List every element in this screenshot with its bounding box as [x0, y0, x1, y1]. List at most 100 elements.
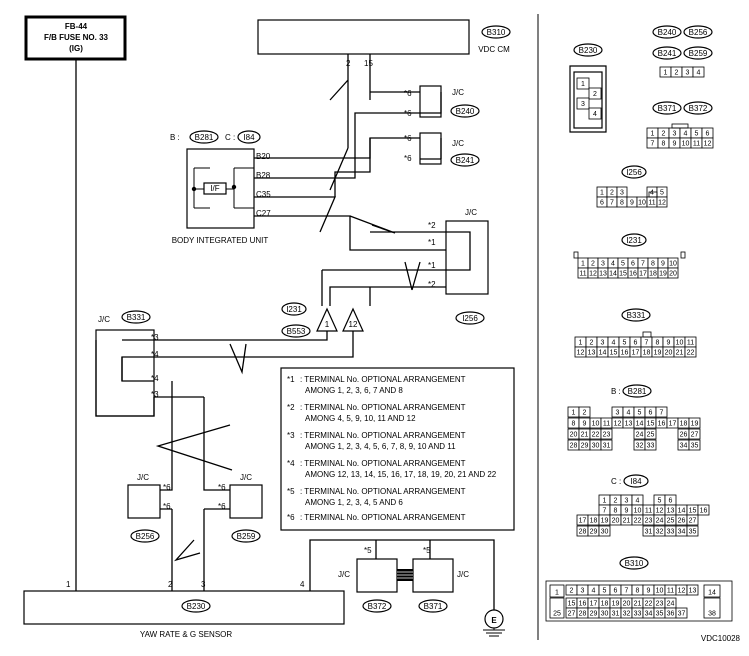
- pin-number: 11: [645, 508, 652, 515]
- legend-b310: B310: [625, 559, 644, 568]
- pin-number: 4: [627, 410, 631, 417]
- sensor-pin4: 4: [300, 580, 305, 589]
- jc-b256-oval: [130, 529, 160, 543]
- b553-oval: [281, 324, 311, 338]
- pin-number: 4: [612, 340, 616, 347]
- pin-number: 7: [625, 588, 629, 595]
- legend-b310-oval: [619, 556, 649, 570]
- note-1-mark: *1: [287, 375, 295, 384]
- pin-number: 10: [676, 340, 684, 347]
- pin-number: 16: [658, 421, 666, 428]
- pin-number: 5: [695, 131, 699, 138]
- fuse-line2: F/B FUSE NO. 33: [44, 33, 109, 42]
- pin-cell: [578, 406, 591, 418]
- pin-number: 7: [660, 410, 664, 417]
- pin-number: 11: [603, 421, 610, 428]
- ground-label: E: [491, 616, 497, 625]
- pin-number: 27: [691, 432, 699, 439]
- body-unit-b-oval: [189, 130, 219, 144]
- legend-b372-oval: [683, 101, 713, 115]
- svg-text:1: 1: [581, 81, 585, 88]
- jc-i256-label: J/C: [465, 208, 477, 217]
- pin-number: 35: [656, 611, 664, 618]
- connector-frame: [680, 251, 686, 259]
- note-2-text: : TERMINAL No. OPTIONAL ARRANGEMENT: [300, 403, 466, 412]
- note-4-text: : TERMINAL No. OPTIONAL ARRANGEMENT: [300, 459, 466, 468]
- pin-number: 11: [687, 340, 694, 347]
- pin-cell: [684, 346, 697, 358]
- pin-number: 24: [667, 601, 675, 608]
- pin-number: 18: [680, 421, 688, 428]
- jc-b371-code: B371: [424, 602, 443, 611]
- pin-number: 20: [570, 432, 578, 439]
- legend-b259-oval: [683, 46, 713, 60]
- pin-number: 8: [614, 508, 618, 515]
- pin-number: 13: [689, 588, 697, 595]
- pin-number: 3: [673, 131, 677, 138]
- pin-number: 12: [614, 421, 622, 428]
- pin-number: 27: [689, 518, 697, 525]
- pin-number: 15: [619, 271, 627, 278]
- legend-b230-oval: [573, 43, 603, 57]
- pin-number: 4: [611, 261, 615, 268]
- note-3-text: : TERMINAL No. OPTIONAL ARRANGEMENT: [300, 431, 466, 440]
- mark-s6-d: *6: [404, 154, 412, 163]
- sensor-pin1: 1: [66, 580, 71, 589]
- pin-number: 11: [667, 588, 674, 595]
- pin-number: 33: [634, 611, 642, 618]
- pin-number: 25: [553, 611, 561, 618]
- wires: [75, 54, 495, 610]
- body-unit-pin-b20: B20: [256, 152, 271, 161]
- body-unit-c-prefix: C :: [225, 133, 235, 142]
- jc-b371-box: [412, 558, 454, 593]
- connector-frame: [573, 251, 579, 259]
- pin-number: 30: [601, 529, 609, 536]
- vdc-name: VDC CM: [478, 45, 510, 54]
- jc-b259-box: [229, 484, 263, 519]
- pin-number: 5: [658, 498, 662, 505]
- pin-cell: [667, 267, 679, 279]
- pin-number: 1: [664, 70, 668, 77]
- pin-number: 18: [643, 350, 651, 357]
- pin-number: 33: [647, 443, 655, 450]
- mark-s4-b: *4: [151, 374, 159, 383]
- pin-cell: [703, 584, 721, 598]
- pin-number: 29: [590, 529, 598, 536]
- pin-cell: [688, 417, 701, 429]
- pin-number: 9: [583, 421, 587, 428]
- pin-number: 4: [636, 498, 640, 505]
- pin-number: 7: [603, 508, 607, 515]
- pin-number: 18: [649, 271, 657, 278]
- pin-number: 3: [686, 70, 690, 77]
- pin-number: 29: [581, 443, 589, 450]
- pin-number: 20: [623, 601, 631, 608]
- jc-b371-oval: [418, 599, 448, 613]
- svg-text:4: 4: [593, 111, 597, 118]
- pin-number: 32: [656, 529, 664, 536]
- mark-s3-a: *3: [151, 333, 159, 342]
- pin-number: 14: [678, 508, 686, 515]
- pin-number: 3: [625, 498, 629, 505]
- pin-number: 8: [656, 340, 660, 347]
- jc-b256-code: B256: [136, 532, 155, 541]
- body-unit-pin-b28: B28: [256, 171, 271, 180]
- pin-number: 4: [650, 190, 654, 197]
- pin-number: 14: [609, 271, 617, 278]
- pin-number: 17: [669, 421, 677, 428]
- pin-number: 13: [625, 421, 633, 428]
- pin-number: 6: [600, 200, 604, 207]
- pin-number: 5: [621, 261, 625, 268]
- pin-number: 32: [623, 611, 631, 618]
- pin-number: 20: [612, 518, 620, 525]
- note-5-text2: AMONG 1, 2, 3, 4, 5 AND 6: [305, 498, 403, 507]
- pin-number: 6: [634, 340, 638, 347]
- pin-cell: [600, 428, 613, 440]
- pin-number: 5: [603, 588, 607, 595]
- pin-number: 26: [678, 518, 686, 525]
- pin-cell: [688, 439, 701, 451]
- conn-pin-b: 12: [349, 320, 358, 329]
- pin-number: 9: [661, 261, 665, 268]
